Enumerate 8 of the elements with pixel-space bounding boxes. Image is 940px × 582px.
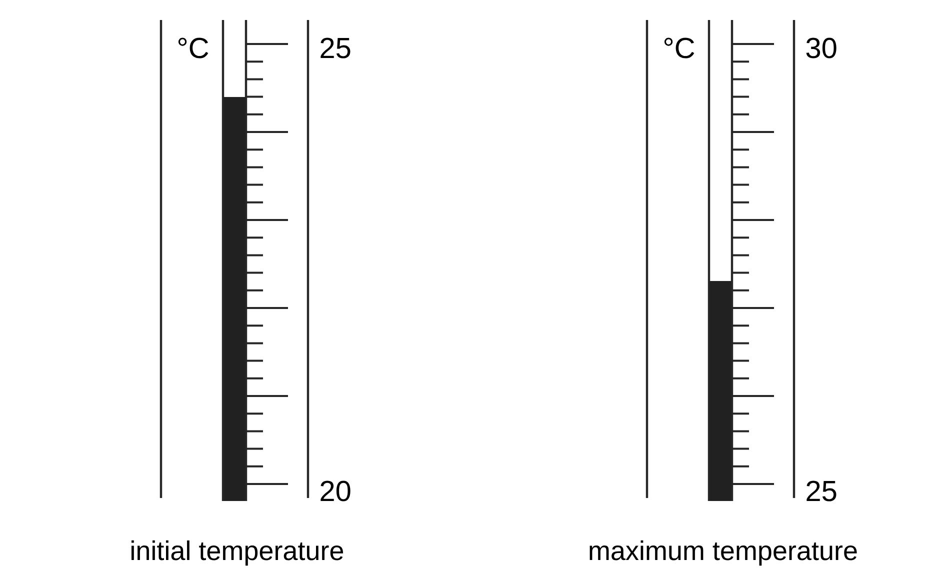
- scale-label: 25: [320, 38, 350, 58]
- unit-label: °C: [178, 38, 208, 58]
- caption: initial temperature: [132, 540, 344, 566]
- caption: maximum temperature: [590, 540, 857, 566]
- unit-label: °C: [664, 38, 694, 58]
- scale-label: 25: [806, 480, 836, 502]
- scale-label: 20: [320, 480, 350, 502]
- scale-label: 30: [806, 38, 836, 58]
